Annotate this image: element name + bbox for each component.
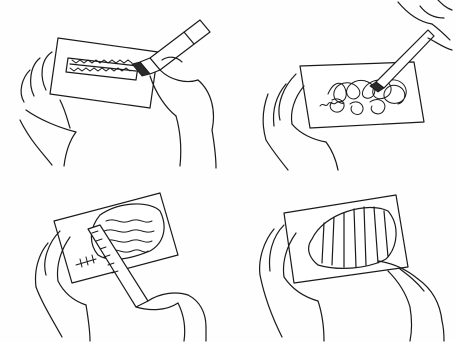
step-1-drawing xyxy=(0,0,227,171)
right-hand xyxy=(378,261,444,341)
step-3-drawing xyxy=(0,171,227,342)
panel-step-3 xyxy=(0,171,227,342)
marker-pen xyxy=(132,20,210,76)
panel-step-1 xyxy=(0,0,227,171)
panel-step-2 xyxy=(228,0,455,171)
panel-step-4 xyxy=(228,171,455,342)
step-4-drawing xyxy=(228,171,455,342)
right-hand xyxy=(150,57,216,168)
step-2-drawing xyxy=(228,0,455,171)
